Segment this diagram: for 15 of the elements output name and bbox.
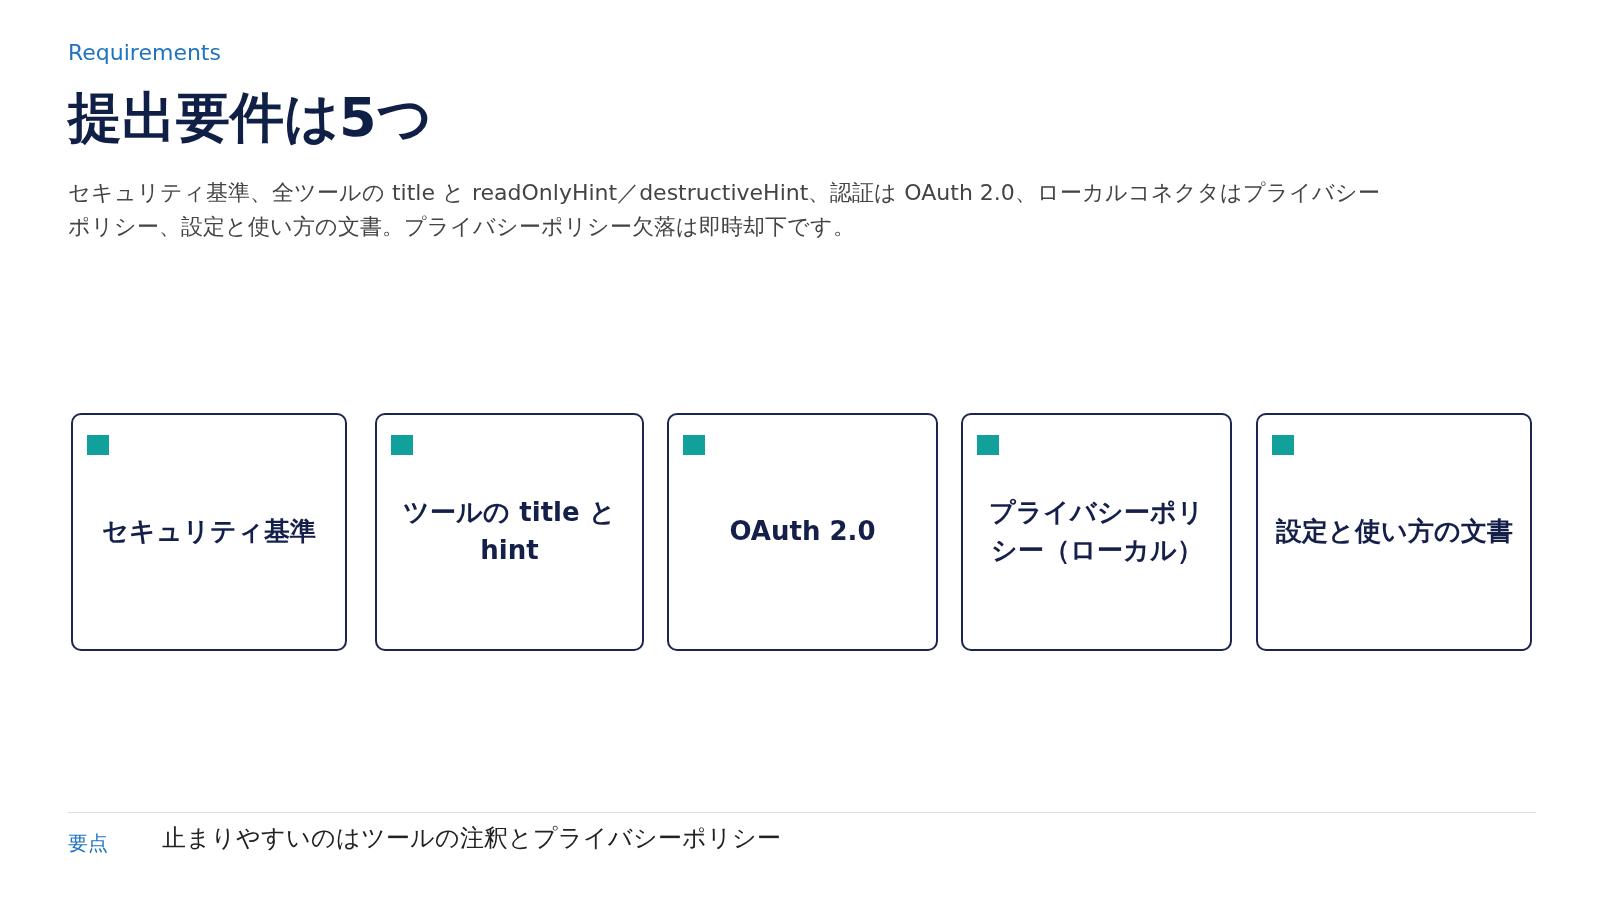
key-point-label: 要点 [68,830,108,857]
description-text: セキュリティ基準、全ツールの title と readOnlyHint／destructiveHint、認証は OAuth 2.0、ローカルコネクタはプライバシーポリシー、設定と使い方の文書。プライバシーポリシー欠落は即時却下です。 [68,179,1381,241]
key-point-text: 止まりやすいのはツールの注釈とプライバシーポリシー [162,823,781,854]
requirement-card [961,413,1232,651]
requirement-card [71,413,347,651]
requirement-card [667,413,938,651]
card-text: 設定と使い方の文書 [1274,515,1514,549]
card-text: プライバシーポリシー（ローカル） [988,496,1205,567]
requirement-card [1256,413,1532,651]
card-text: OAuth 2.0 [728,515,877,549]
card-text: セキュリティ基準 [101,515,317,549]
card-text: ツールの title と hint [402,496,617,567]
slide-title: 提出要件は5つ [68,85,432,151]
section-label: Requirements [68,40,221,65]
requirement-card [375,413,644,651]
